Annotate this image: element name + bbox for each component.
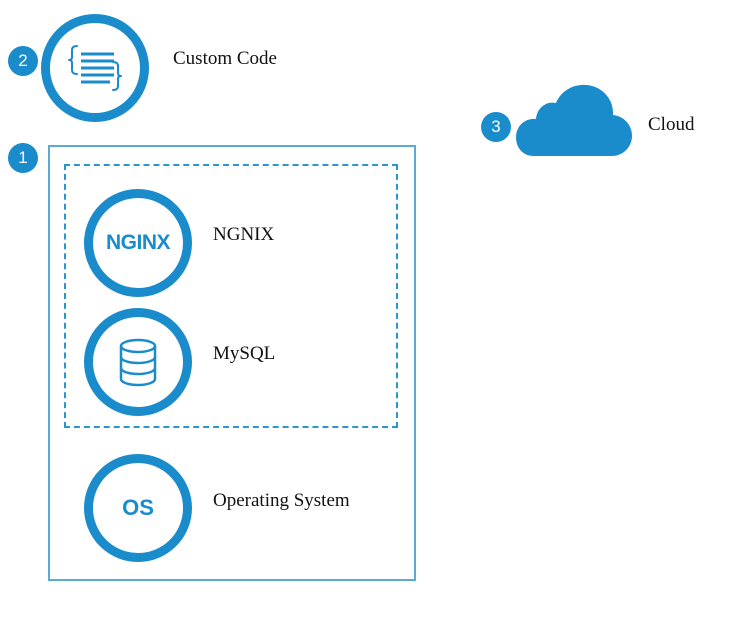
cloud-label: Cloud [648,114,695,135]
code-document-icon [68,45,122,91]
database-icon [119,338,157,387]
mysql-label: MySQL [213,343,276,364]
mysql-node [84,308,192,416]
nginx-node: NGINX [84,189,192,297]
cloud-icon [516,84,632,156]
services-group-box [64,164,398,428]
badge-cloud: 3 [481,112,511,142]
custom-code-node [41,14,149,122]
badge-stack: 1 [8,143,38,173]
custom-code-label: Custom Code [173,48,277,69]
nginx-icon: NGINX [105,231,171,254]
badge-custom-code: 2 [8,46,38,76]
os-icon: OS [122,495,154,520]
server-stack-box [48,145,416,581]
os-label: Operating System [213,490,350,511]
os-node: OS [84,454,192,562]
nginx-label: NGNIX [213,224,275,245]
